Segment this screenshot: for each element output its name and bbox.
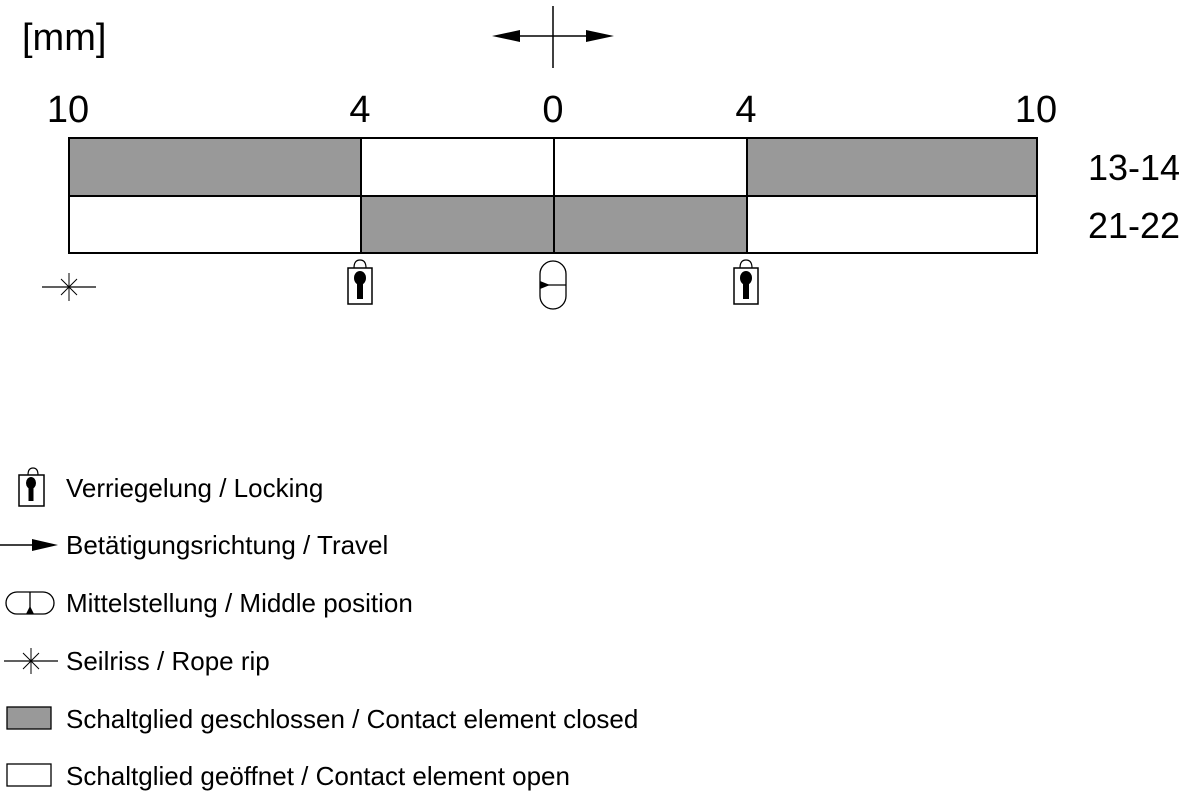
row-13-14-segment-open — [553, 137, 748, 197]
locking-icon — [346, 259, 374, 305]
legend-item-contact-closed: Schaltglied geschlossen / Contact elemen… — [0, 699, 638, 739]
row-label-13-14: 13-14 — [1088, 147, 1181, 188]
legend-label-contact-closed: Schaltglied geschlossen / Contact elemen… — [66, 704, 639, 734]
legend-label-middle-position: Mittelstellung / Middle position — [66, 588, 413, 618]
switching-diagram — [68, 137, 1038, 254]
rope-rip-icon — [42, 270, 96, 304]
legend-item-locking: Verriegelung / Locking — [0, 467, 324, 508]
legend-label-rope-rip: Seilriss / Rope rip — [66, 646, 270, 676]
double-arrow-with-center-line-icon — [492, 6, 614, 70]
scale-tick-4-right: 4 — [735, 89, 757, 131]
unit-label: [mm] — [22, 17, 107, 59]
legend-label-contact-open: Schaltglied geöffnet / Contact element o… — [66, 761, 570, 791]
rope-rip-icon — [0, 646, 66, 676]
row-21-22-segment-open — [746, 195, 1038, 254]
middle-position-icon — [538, 259, 568, 311]
row-13-14-segment-open — [360, 137, 555, 197]
row-13-14-segment-closed — [68, 137, 362, 197]
legend-label-travel: Betätigungsrichtung / Travel — [66, 530, 389, 560]
scale-tick-10-left: 10 — [46, 89, 90, 131]
scale-tick-0: 0 — [542, 89, 564, 131]
middle-position-icon — [0, 588, 66, 618]
legend-item-travel: Betätigungsrichtung / Travel — [0, 525, 388, 565]
scale-tick-4-left: 4 — [349, 89, 371, 131]
legend-item-rope-rip: Seilriss / Rope rip — [0, 641, 270, 681]
closed-swatch-icon — [0, 704, 66, 734]
legend-item-middle-position: Mittelstellung / Middle position — [0, 583, 413, 623]
row-21-22-segment-open — [68, 195, 362, 254]
legend-item-contact-open: Schaltglied geöffnet / Contact element o… — [0, 756, 570, 796]
travel-arrow-icon — [0, 530, 66, 560]
locking-icon — [0, 467, 66, 507]
row-21-22-segment-closed — [553, 195, 748, 254]
row-21-22-segment-closed — [360, 195, 555, 254]
row-label-21-22: 21-22 — [1088, 205, 1181, 246]
row-13-14-segment-closed — [746, 137, 1038, 197]
scale-tick-10-right: 10 — [1014, 89, 1058, 131]
legend-label-locking: Verriegelung / Locking — [66, 473, 324, 503]
locking-icon — [732, 259, 760, 305]
open-swatch-icon — [0, 761, 66, 791]
